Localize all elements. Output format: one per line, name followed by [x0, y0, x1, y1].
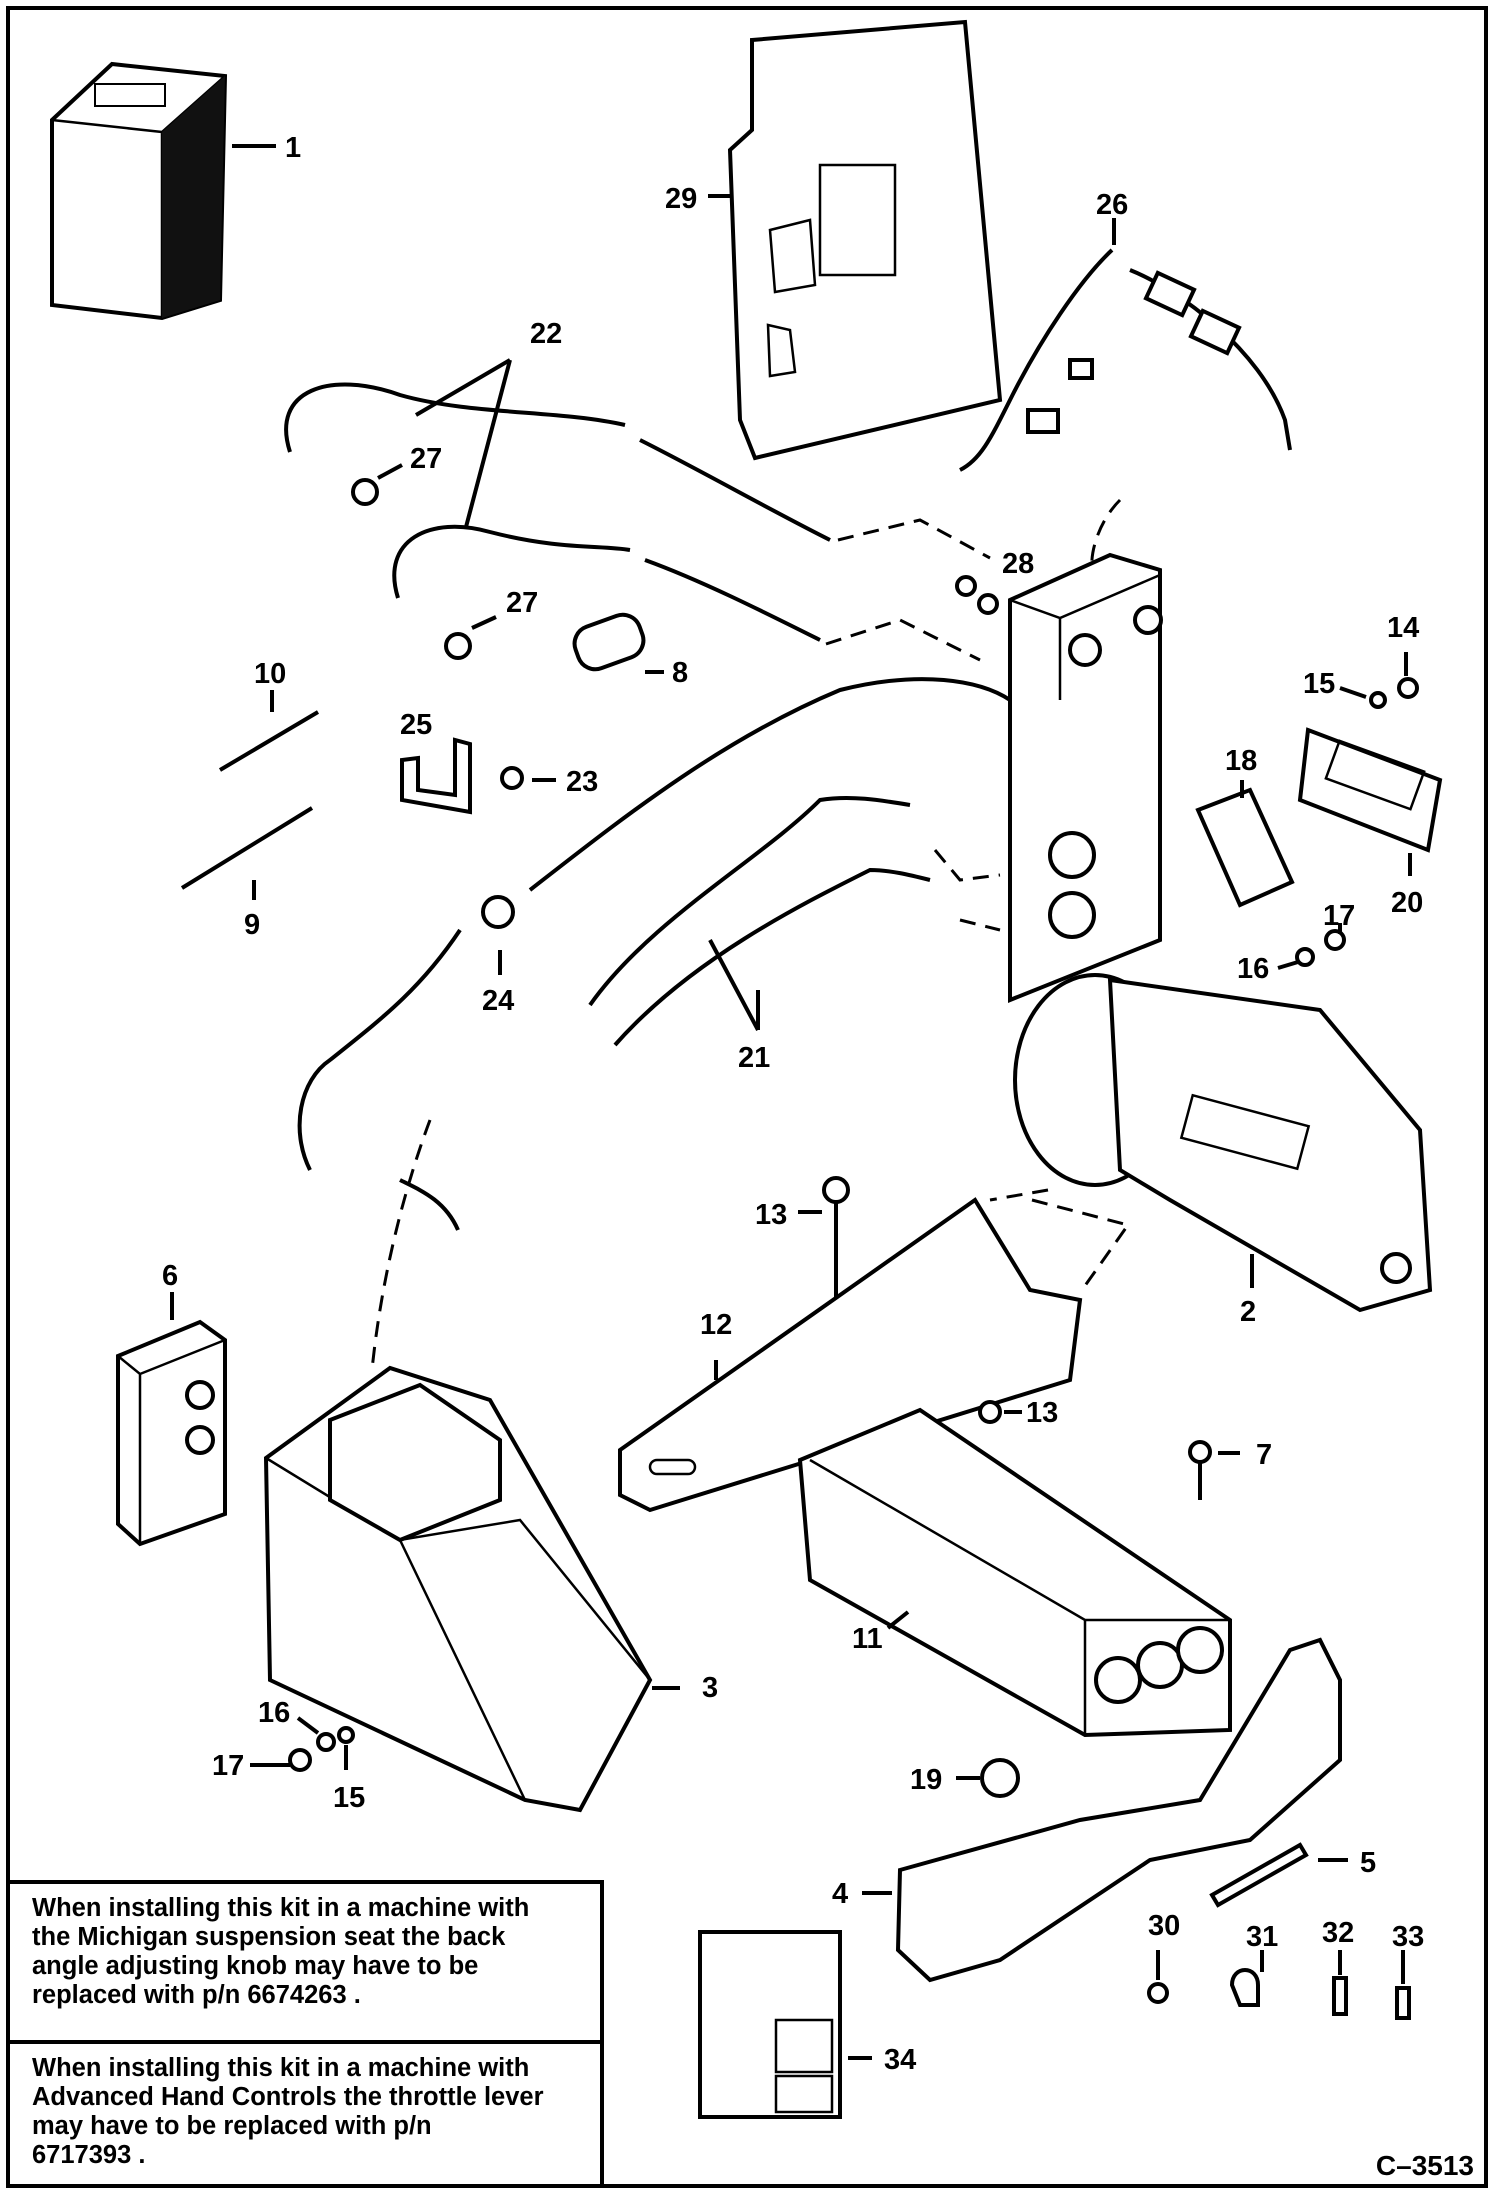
callout-25: 25: [400, 709, 432, 741]
callout-26: 26: [1096, 189, 1128, 221]
part-1-box: [50, 61, 276, 321]
callout-17a: 17: [1323, 900, 1355, 932]
callout-13a: 13: [755, 1199, 787, 1231]
part-25-bracket: [400, 737, 556, 815]
part-26-harness: [959, 218, 1292, 472]
callout-30: 30: [1148, 1910, 1180, 1942]
callout-14: 14: [1387, 612, 1419, 644]
callout-24: 24: [482, 985, 514, 1017]
part-28-nuts: [955, 575, 999, 615]
callout-23: 23: [566, 766, 598, 798]
callout-10: 10: [254, 658, 286, 690]
part-21-hoses: [588, 795, 931, 1047]
callout-19: 19: [910, 1764, 942, 1796]
part-8-grommet: [572, 612, 664, 674]
callout-29: 29: [665, 183, 697, 215]
callout-27a: 27: [410, 443, 442, 475]
callout-12: 12: [700, 1309, 732, 1341]
callout-31: 31: [1246, 1921, 1278, 1953]
part-19-plug: [956, 1758, 1020, 1798]
part-9-10-cable-ties: [180, 690, 320, 900]
callout-7: 7: [1256, 1439, 1272, 1471]
part-22-hoses: [284, 358, 831, 642]
drawing-number: C–3513: [1375, 2150, 1474, 2181]
connection-lines: [370, 498, 1131, 1371]
callout-32: 32: [1322, 1917, 1354, 1949]
callout-1: 1: [285, 132, 301, 164]
callout-16b: 16: [258, 1697, 290, 1729]
part-15-16-17-hardware-lower: [250, 1716, 355, 1772]
part-18-filter: [1195, 780, 1295, 908]
part-6-cover: [116, 1292, 227, 1547]
part-5-strip: [1209, 1842, 1348, 1908]
callout-9: 9: [244, 909, 260, 941]
callout-21: 21: [738, 1042, 770, 1074]
callout-11: 11: [852, 1623, 883, 1655]
part-4-side-panel: [862, 1637, 1342, 1983]
drawing-border: [6, 6, 1488, 2188]
callout-13b: 13: [1026, 1397, 1058, 1429]
callout-28: 28: [1002, 548, 1034, 580]
callout-4: 4: [832, 1878, 848, 1910]
callout-18: 18: [1225, 745, 1257, 777]
callout-labels: 1 29 26 22 27 28 27 14 8 10 15 25 18 23 …: [162, 132, 1424, 2076]
part-3-console: [263, 1365, 680, 1813]
part-20-grille: [1297, 652, 1443, 876]
callout-8: 8: [672, 657, 688, 689]
callout-33: 33: [1392, 1921, 1424, 1953]
callout-15b: 15: [333, 1782, 365, 1814]
part-34-instruction-sheet: [698, 1930, 872, 2119]
callout-17b: 17: [212, 1750, 244, 1782]
callout-34: 34: [884, 2044, 916, 2076]
callout-16a: 16: [1237, 953, 1269, 985]
callout-27b: 27: [506, 587, 538, 619]
note-advanced-hand-controls: When installing this kit in a machine wi…: [6, 2040, 604, 2188]
part-11-box: [797, 1407, 1240, 1738]
callout-5: 5: [1360, 1847, 1376, 1879]
part-2-heater-assembly: [1008, 552, 1433, 1313]
part-24-hose-and-clamp: [297, 677, 1012, 1231]
callout-15a: 15: [1303, 668, 1335, 700]
part-16-17-hardware-upper: [1277, 923, 1346, 970]
callout-3: 3: [702, 1672, 718, 1704]
callout-6: 6: [162, 1260, 178, 1292]
note-michigan-seat: When installing this kit in a machine wi…: [6, 1880, 604, 2044]
part-29-panel: [708, 19, 1003, 461]
part-12-bracket: [618, 1176, 1083, 1513]
part-27-fittings: [351, 463, 497, 660]
callout-22: 22: [530, 318, 562, 350]
callout-2: 2: [1240, 1296, 1256, 1328]
callout-20: 20: [1391, 887, 1423, 919]
part-30-33-hardware: [1147, 1950, 1411, 2020]
